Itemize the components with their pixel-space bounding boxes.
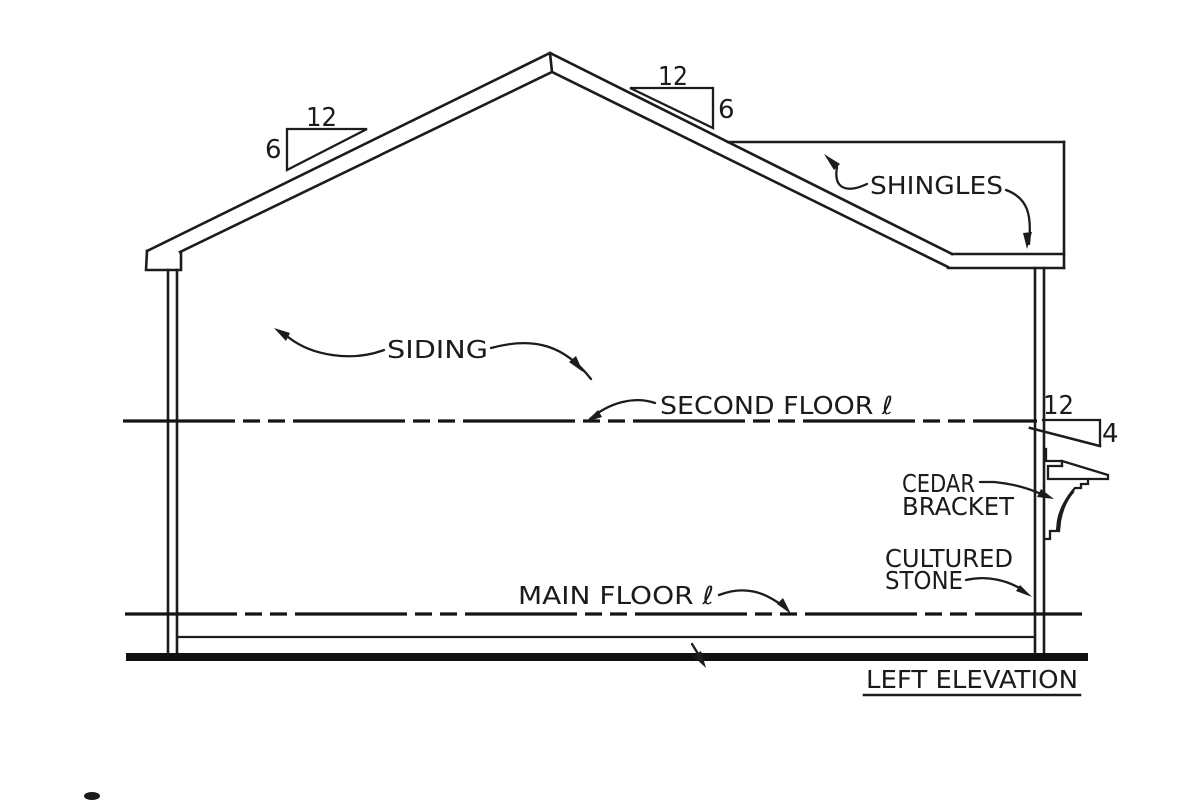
cedar-bracket-leader bbox=[978, 480, 1043, 496]
siding-leader-left bbox=[286, 335, 386, 358]
main-floor-leader bbox=[717, 589, 786, 609]
cedar-bracket-label-line1: CEDAR bbox=[902, 469, 975, 498]
siding-arrowhead-right bbox=[569, 356, 583, 372]
pent-roof-slope-line bbox=[1028, 426, 1102, 448]
walls bbox=[126, 266, 1088, 661]
slope-rise-label: 6 bbox=[265, 135, 282, 165]
cedar-bracket-arrowhead bbox=[1037, 489, 1054, 499]
drawing-title: LEFT ELEVATION bbox=[862, 665, 1082, 697]
floor-lines bbox=[123, 419, 1082, 616]
title-text: LEFT ELEVATION bbox=[866, 665, 1078, 694]
roof-inner-edge bbox=[178, 70, 950, 269]
siding-label: SIDING bbox=[387, 335, 488, 364]
slope-rise-label: 6 bbox=[718, 95, 735, 125]
bracket-outer-curve bbox=[1044, 477, 1090, 541]
slope-run-label: 12 bbox=[306, 103, 337, 133]
grade-arrowhead bbox=[693, 651, 706, 668]
siding-leader-right bbox=[489, 341, 593, 381]
bracket-inner-curve bbox=[1057, 490, 1075, 533]
left-eave-box bbox=[144, 249, 183, 272]
roof bbox=[144, 51, 1066, 272]
slope-triangle bbox=[629, 86, 715, 130]
pent-roof-and-bracket bbox=[1028, 426, 1110, 541]
slope-triangle bbox=[1041, 418, 1102, 447]
cultured-stone-leader bbox=[964, 577, 1023, 591]
siding-arrowhead-left bbox=[274, 328, 290, 341]
slope-indicator-left-roof: 12 6 bbox=[265, 103, 368, 172]
cultured-stone-label-line2: STONE bbox=[885, 566, 963, 595]
shingles-label: SHINGLES bbox=[870, 171, 1003, 200]
shingles-leader-left bbox=[835, 165, 869, 190]
scan-speck bbox=[84, 792, 100, 800]
slope-triangle bbox=[285, 127, 368, 172]
cultured-stone-arrowhead bbox=[1016, 585, 1032, 597]
slope-indicator-right-roof: 12 6 bbox=[629, 62, 735, 130]
annotation-labels: SHINGLES SIDING SECOND FLOOR ℓ MAIN FLOO… bbox=[387, 171, 1015, 610]
second-floor-label: SECOND FLOOR ℓ bbox=[660, 391, 893, 420]
roof-peak-joint bbox=[548, 51, 554, 74]
cedar-bracket-label-line2: BRACKET bbox=[902, 492, 1015, 521]
slope-rise-label: 4 bbox=[1102, 419, 1119, 449]
slope-run-label: 12 bbox=[1043, 391, 1074, 421]
slope-run-label: 12 bbox=[658, 62, 688, 92]
main-floor-arrowhead bbox=[777, 598, 791, 614]
shingles-arrowhead-right bbox=[1023, 232, 1032, 249]
main-floor-label: MAIN FLOOR ℓ bbox=[518, 581, 714, 610]
annotation-leaders bbox=[274, 154, 1054, 668]
cultured-stone-label-line1: CULTURED bbox=[885, 544, 1013, 573]
slope-indicator-pent-roof: 12 4 bbox=[1041, 391, 1119, 449]
pent-roof-step bbox=[1044, 447, 1064, 468]
second-floor-arrowhead bbox=[586, 410, 602, 422]
shingles-arrowhead-left bbox=[824, 154, 840, 170]
pent-roof-fascia bbox=[1046, 459, 1110, 481]
